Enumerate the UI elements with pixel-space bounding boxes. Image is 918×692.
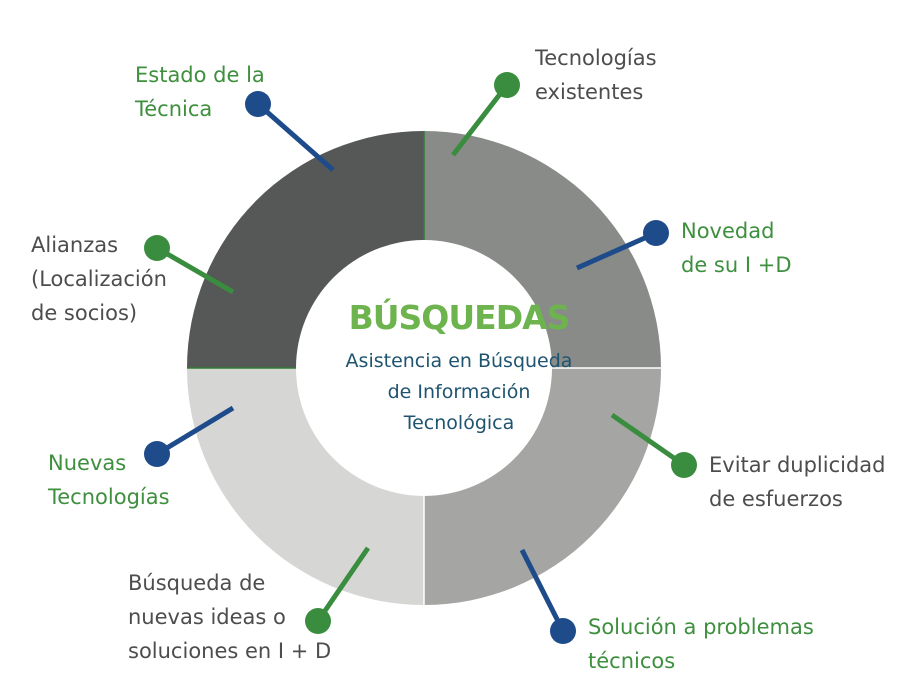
center-subtitle-line: de Información: [387, 381, 531, 403]
label-line: de esfuerzos: [709, 487, 843, 511]
label-nuevas: Nuevas Tecnologías: [48, 446, 170, 514]
label-line: Nuevas: [48, 451, 127, 475]
label-line: Búsqueda de: [128, 571, 266, 595]
center-subtitle-line: Tecnológica: [403, 412, 515, 434]
ring-quadrant-top-right: [424, 131, 661, 368]
pin-estado: [245, 91, 335, 172]
label-alianzas: Alianzas (Localización de socios): [31, 228, 167, 330]
label-tecnologias: Tecnologías existentes: [535, 41, 657, 109]
label-busqueda: Búsqueda de nuevas ideas o soluciones en…: [128, 566, 331, 668]
label-solucion: Solución a problemas técnicos: [588, 610, 814, 678]
label-evitar: Evitar duplicidad de esfuerzos: [709, 448, 886, 516]
center-title: BÚSQUEDAS: [348, 298, 571, 337]
pin-solucion: [519, 548, 576, 644]
label-line: de su I +D: [681, 253, 792, 277]
label-line: Alianzas: [31, 233, 119, 257]
label-line: existentes: [535, 80, 644, 104]
label-line: Técnica: [135, 97, 213, 121]
label-line: Estado de la: [135, 63, 265, 87]
label-line: Tecnologías: [48, 485, 170, 509]
label-line: técnicos: [588, 649, 676, 673]
label-line: de socios): [31, 301, 138, 325]
pin-tecnologias: [451, 72, 520, 157]
label-line: Tecnologías: [535, 46, 657, 70]
pin-nuevas: [144, 405, 235, 467]
label-line: soluciones en I + D: [128, 639, 332, 663]
pin-alianzas: [144, 235, 235, 295]
center-subtitle-line: Asistencia en Búsqueda: [345, 350, 573, 372]
label-line: Solución a problemas: [588, 615, 814, 639]
ring-quadrant-top-left: [187, 131, 424, 368]
pin-novedad: [575, 220, 669, 271]
label-line: nuevas ideas o: [128, 605, 286, 629]
label-line: (Localización: [31, 267, 167, 291]
label-line: Novedad: [681, 219, 775, 243]
label-estado: Estado de la Técnica: [135, 58, 265, 126]
center-subtitle: Asistencia en Búsqueda de Información Te…: [0, 346, 918, 439]
pin-busqueda: [305, 546, 371, 634]
ring-quadrant-bottom-left: [187, 368, 424, 605]
ring-quadrant-bottom-right: [424, 368, 661, 605]
pin-evitar: [610, 412, 697, 478]
label-line: Evitar duplicidad: [709, 453, 886, 477]
label-novedad: Novedad de su I +D: [681, 214, 792, 282]
